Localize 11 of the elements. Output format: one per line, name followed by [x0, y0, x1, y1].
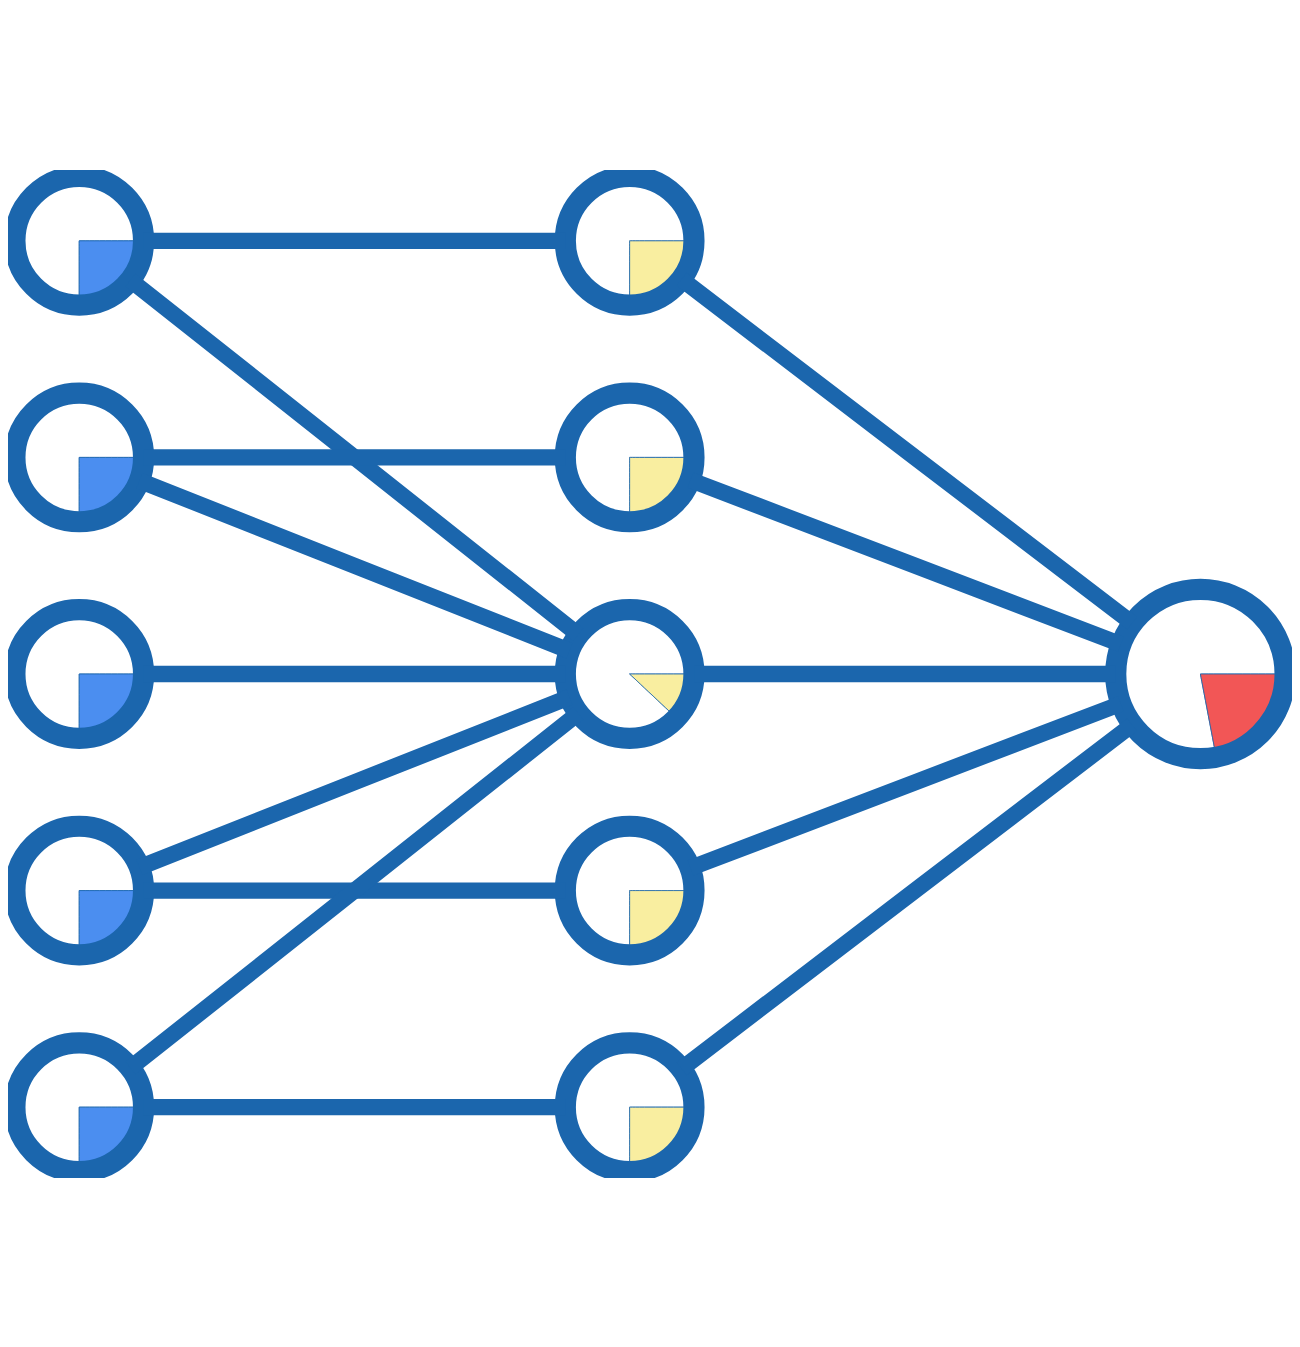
node-circle	[554, 1031, 705, 1178]
node-circle	[8, 1031, 155, 1178]
node-circle	[8, 598, 155, 749]
node-circle	[8, 382, 155, 532]
node-circle	[554, 598, 705, 749]
node-circle	[8, 815, 155, 965]
node-circle	[554, 815, 705, 965]
node-circle	[554, 382, 705, 532]
node-circle	[1105, 578, 1292, 769]
node-circle	[8, 169, 155, 316]
node-circle	[554, 169, 705, 316]
